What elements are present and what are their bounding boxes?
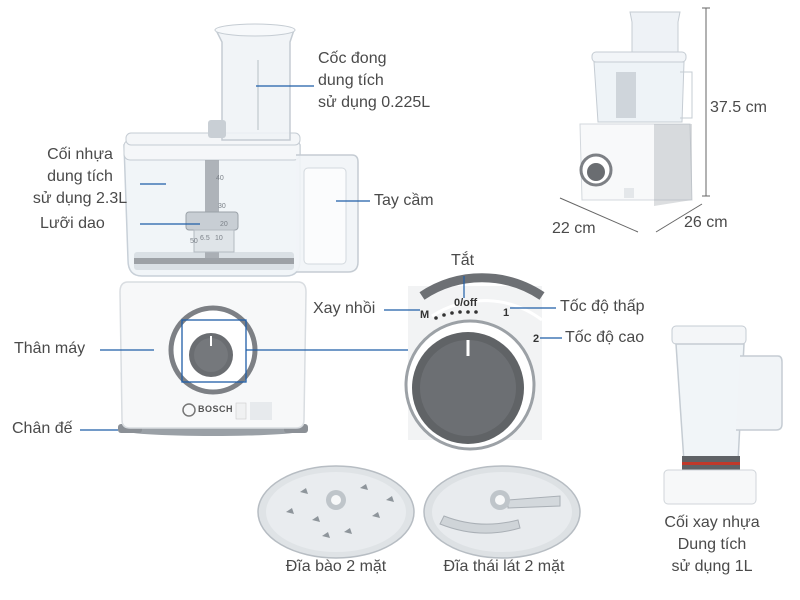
dim-width-line [559, 197, 639, 233]
label-pulse: Xay nhồi [313, 300, 376, 317]
body-bosch-logo [182, 403, 196, 417]
label-blender-jar-line3: sử dụng 1L [671, 558, 753, 575]
label-bowl: Cối nhựa dung tích sử dụng 2.3L [20, 144, 140, 210]
blade [185, 211, 239, 231]
bowl-scale-3: 20 [220, 221, 228, 228]
dimension-height: 37.5 cm [710, 99, 767, 116]
label-blender-jar-line2: Dung tích [677, 536, 747, 553]
label-off: Tắt [451, 252, 475, 269]
label-bowl-line3: sử dụng 2.3L [32, 190, 128, 207]
svg-text:M: M [420, 309, 429, 321]
svg-text:2: 2 [533, 333, 539, 345]
label-measuring-cup-line2: dung tích [318, 72, 384, 89]
dial-highlight-box [181, 319, 247, 383]
label-measuring-cup-line3: sử dụng 0.225L [318, 94, 431, 111]
dimension-thumbnail [579, 11, 693, 206]
blender-jar [663, 325, 783, 505]
svg-text:0/off: 0/off [454, 297, 478, 309]
bowl-scale-1: 40 [216, 175, 224, 182]
slicing-disc [423, 465, 581, 559]
brand-logo-text: BOSCH [198, 404, 234, 414]
grating-disc [257, 465, 415, 559]
bowl-scale-5: 50 [190, 238, 198, 245]
label-blade: Lưỡi dao [40, 215, 105, 232]
measuring-cup [214, 29, 296, 141]
dimension-depth: 26 cm [684, 214, 728, 231]
bowl-scale-4: 10 [215, 235, 223, 242]
label-blender-jar-line1: Cối xay nhựa [664, 514, 760, 531]
label-high-speed: Tốc độ cao [565, 329, 645, 346]
svg-text:1: 1 [503, 307, 509, 319]
bowl-scale-2: 30 [218, 203, 226, 210]
label-blender-jar: Cối xay nhựa Dung tích sử dụng 1L [650, 512, 774, 578]
label-measuring-cup: Cốc đong dung tích sử dụng 0.225L [318, 48, 430, 114]
label-body: Thân máy [14, 340, 86, 357]
label-base: Chân đế [12, 420, 73, 437]
bowl-scale-6: 6.5 [200, 235, 210, 242]
dimension-width: 22 cm [552, 220, 596, 237]
label-bowl-line1: Cối nhựa [47, 146, 113, 163]
label-grating-disc: Đĩa bào 2 mặt [285, 558, 387, 575]
label-low-speed: Tốc độ thấp [560, 298, 645, 315]
label-measuring-cup-line1: Cốc đong [318, 50, 387, 67]
label-bowl-line2: dung tích [47, 168, 113, 185]
label-handle: Tay cầm [374, 192, 434, 209]
label-slicing-disc: Đĩa thái lát 2 mặt [443, 558, 565, 575]
dim-depth-line [655, 203, 703, 233]
dial-zoom-panel: M 0/off 1 2 [404, 273, 545, 451]
